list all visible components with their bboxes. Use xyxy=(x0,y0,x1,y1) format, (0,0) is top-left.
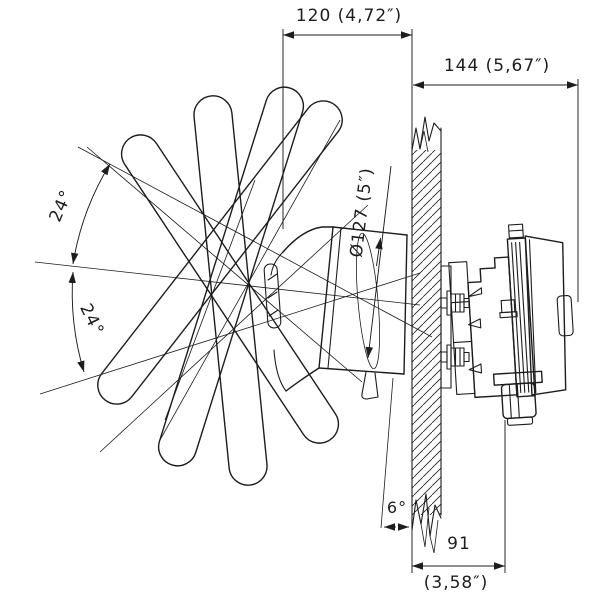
angle-dimension-lower: 24° xyxy=(68,271,108,373)
angle-lower-label: 24° xyxy=(75,301,108,340)
dimension-diameter: Ø127 (5″) xyxy=(347,165,392,359)
angle-upper-label: 24° xyxy=(46,187,78,225)
panel-hatching xyxy=(412,150,441,515)
wheel-spoke xyxy=(157,86,305,467)
mounting-stud xyxy=(440,290,470,316)
pump-body xyxy=(448,223,574,426)
helm-bezel xyxy=(270,226,408,400)
dimension-120: 120 (4,72″) xyxy=(282,6,413,229)
dimension-91: 91 (3,58″) xyxy=(411,420,506,593)
steering-wheel xyxy=(97,86,343,486)
angle-dimension-upper: 24° xyxy=(46,163,111,265)
bezel-tab xyxy=(361,371,379,400)
wheel-hub xyxy=(263,263,282,329)
angle-tilt-label: 6° xyxy=(387,498,407,517)
dimension-144: 144 (5,67″) xyxy=(413,56,579,302)
dim-120-label: 120 (4,72″) xyxy=(296,6,402,26)
panel-break-bottom xyxy=(411,493,442,537)
mounting-stud xyxy=(440,344,470,370)
wheel-spoke xyxy=(193,95,268,486)
dim-diameter-label: Ø127 (5″) xyxy=(347,166,378,258)
angle-dimension-tilt: 6° xyxy=(384,498,409,531)
panel-break-top xyxy=(411,116,442,151)
dim-91-mm-label: 91 xyxy=(447,534,471,554)
wheel-spoke xyxy=(97,100,343,405)
dim-144-label: 144 (5,67″) xyxy=(444,56,550,76)
wheel-spoke xyxy=(120,134,340,444)
helm-pump xyxy=(440,223,574,426)
dim-91-in-label: (3,58″) xyxy=(424,573,488,593)
bulkhead-panel xyxy=(411,116,442,554)
